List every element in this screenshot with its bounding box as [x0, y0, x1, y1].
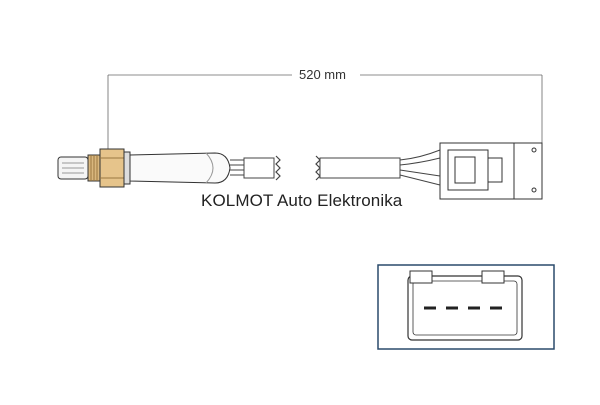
sensor-wires-left — [230, 157, 275, 179]
length-dimension-label: 520 mm — [296, 67, 349, 82]
dimension-line — [107, 74, 543, 152]
watermark-text: KOLMOT Auto Elektronika — [201, 191, 403, 210]
connector-plug-icon — [439, 142, 543, 200]
connector-pinout-icon — [377, 264, 555, 350]
break-mark — [275, 155, 321, 181]
sensor-wires-right — [319, 149, 441, 186]
oxygen-sensor-icon — [57, 148, 231, 188]
